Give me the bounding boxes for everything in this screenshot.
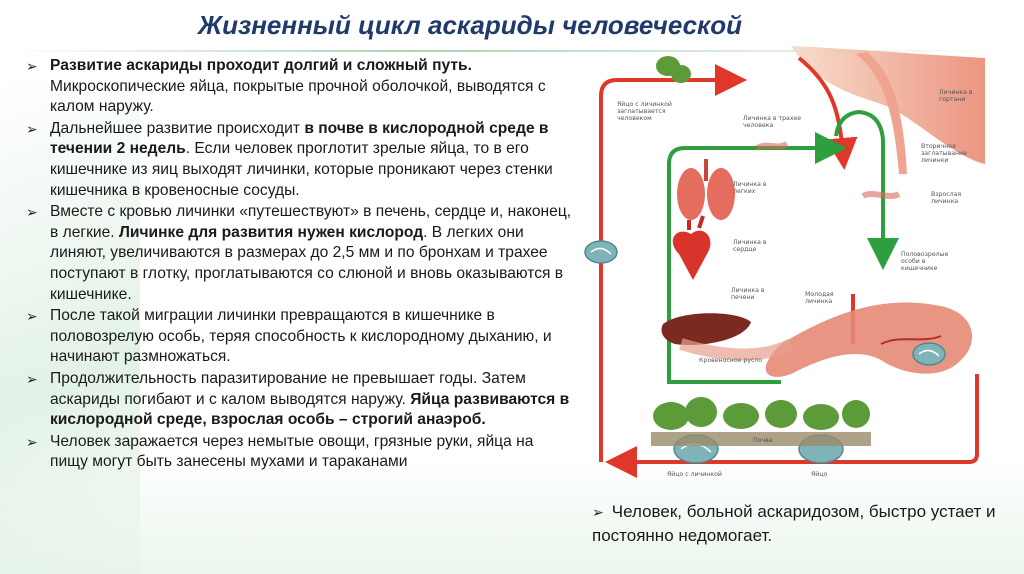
side-note: ➢Человек, больной аскаридозом, быстро ус…: [592, 500, 1012, 547]
bullet-item: ➢ Человек заражается через немытые овощи,…: [26, 432, 574, 473]
bold-text: в почве в кислородной среде в течении 2 …: [50, 119, 549, 158]
label-larva-trachea: Личинка в трахее человека: [743, 115, 803, 129]
bold-text: Яйца развиваются в кислородной среде, вз…: [50, 390, 570, 429]
label-secondary-swallowing: Вторичное заглатывание личинки: [921, 143, 969, 164]
soil-strip: [651, 432, 871, 446]
label-larva-lungs: Личинка в легких: [733, 181, 769, 195]
arrow-bullet-icon: ➢: [26, 433, 38, 450]
bullet-item: ➢ Продолжительность паразитирование не пр…: [26, 369, 574, 431]
green-arrow-loop: [834, 109, 899, 270]
egg-icon: [584, 240, 618, 264]
body-text: Дальнейшее развитие происходит: [50, 119, 305, 137]
label-larva-larynx: Личинка в гортани: [939, 89, 975, 103]
adult-worm-icon: [880, 335, 942, 345]
intestine-illustration: [765, 302, 973, 377]
label-egg-swallowed: Яйцо с личинкой заглатывается человеком: [617, 100, 674, 122]
body-text: Продолжительность паразитирование не пре…: [50, 369, 526, 408]
body-text: Вместе с кровью личинки «путешествуют» в…: [50, 203, 572, 241]
plants-illustration: [653, 56, 870, 430]
red-arrow-bottom: [605, 374, 979, 478]
bullet-item: ➢ Вместе с кровью личинки «путешествуют» …: [26, 202, 574, 305]
arrow-bullet-icon: ➢: [26, 308, 38, 325]
green-cycle-arrow: [667, 132, 847, 384]
green-arrow-down: [667, 380, 781, 384]
label-egg-with-larva: Яйцо с личинкой: [667, 470, 722, 478]
arrow-bullet-icon: ➢: [26, 58, 38, 74]
label-bloodstream: Кровеносное русло: [699, 357, 762, 364]
body-text: Человек заражается через немытые овощи, …: [50, 432, 534, 471]
liver-illustration: [661, 313, 751, 346]
lungs-illustration: [677, 159, 735, 220]
arrow-bullet-icon: ➢: [26, 120, 38, 137]
body-text: Микроскопические яйца, покрытые прочной …: [50, 77, 546, 116]
arrow-bullet-icon: ➢: [26, 204, 38, 221]
bold-text: Развитие аскариды проходит долгий и слож…: [50, 57, 472, 74]
body-text: После такой миграции личинки превращаютс…: [50, 307, 552, 366]
label-larva-liver: Личинка в печени: [731, 287, 767, 301]
bold-text: Личинке для развития нужен кислород: [118, 223, 424, 241]
label-mature-intestine: Половозрелые особи в кишечнике: [901, 251, 950, 272]
label-egg: Яйцо: [811, 470, 828, 478]
larva-in-trachea-icon: [755, 141, 789, 151]
bloodstream-illustration: [679, 338, 794, 361]
heart-illustration: [672, 215, 711, 280]
side-note-text: Человек, больной аскаридозом, быстро уст…: [592, 502, 996, 545]
trachea-illustration: [856, 52, 907, 174]
page-title: Жизненный цикл аскариды человеческой: [197, 10, 743, 40]
label-young-larva: Молодая личинка: [805, 291, 836, 305]
label-soil: Почва: [753, 437, 773, 444]
bullet-item: ➢ После такой миграции личинки превращают…: [26, 306, 574, 368]
life-cycle-diagram: Яйцо с личинкой заглатывается человеком …: [584, 46, 985, 478]
bullet-item: ➢ Дальнейшее развитие происходит в почве …: [26, 119, 574, 201]
red-cycle-arrow: [599, 64, 747, 462]
egg-icon: [912, 342, 946, 366]
adult-larva-icon: [861, 191, 901, 199]
bullet-item: ➢ Развитие аскариды проходит долгий и сло…: [26, 56, 574, 118]
arrow-bullet-icon: ➢: [26, 370, 38, 387]
body-text: . В легких они линяют, увеличиваются в р…: [50, 223, 564, 303]
arrow-bullet-icon: ➢: [592, 504, 604, 520]
body-text: . Если человек проглотит зрелые яйца, то…: [50, 140, 553, 199]
label-adult-larva: Взрослая личинка: [931, 191, 963, 205]
title-divider: [10, 50, 1010, 52]
bullet-list: ➢ Развитие аскариды проходит долгий и сло…: [26, 56, 574, 474]
label-larva-heart: Личинка в сердце: [733, 239, 769, 253]
background-decoration-bottom: [0, 454, 1024, 574]
